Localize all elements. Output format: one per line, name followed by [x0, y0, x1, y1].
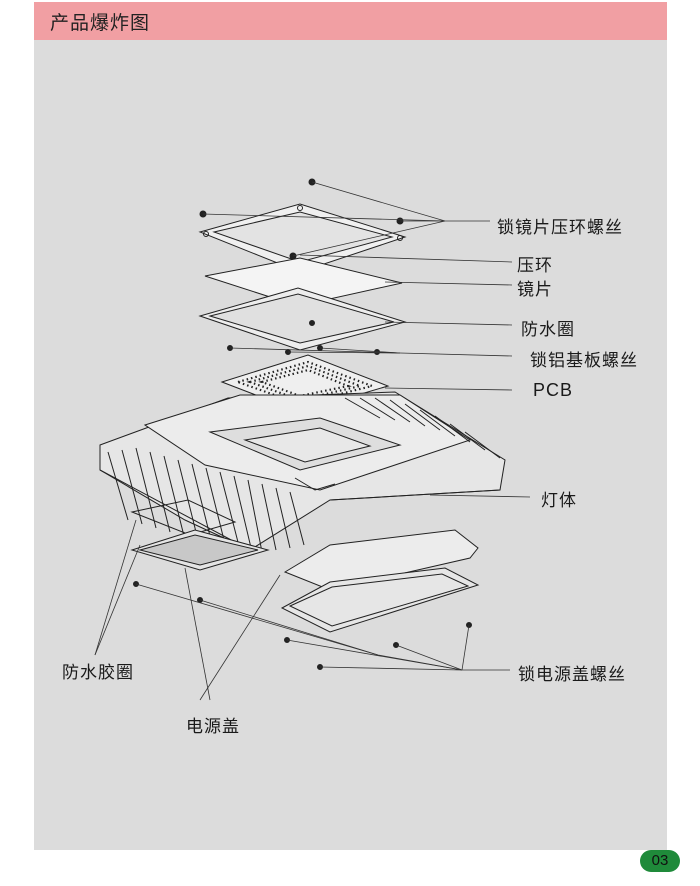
label-pressure-ring: 压环 [517, 256, 553, 276]
label-lens-ring-screws: 锁镜片压环螺丝 [497, 218, 623, 238]
label-waterproof-gasket: 防水胶圈 [62, 663, 134, 683]
label-aluminum-board-screws: 锁铝基板螺丝 [530, 351, 638, 371]
waterproof-ring-part [198, 287, 407, 351]
label-lamp-body: 灯体 [541, 491, 577, 511]
label-lens: 镜片 [517, 280, 553, 300]
page-title: 产品爆炸图 [50, 12, 151, 34]
lens-part [204, 257, 403, 307]
lamp-body-part [99, 391, 506, 553]
page-header: 产品爆炸图 [34, 2, 667, 40]
pressure-ring-part [198, 203, 407, 273]
waterproof-gasket-part [130, 499, 270, 571]
label-pcb: PCB [533, 380, 574, 400]
label-waterproof-ring: 防水圈 [521, 320, 575, 340]
page-number-badge: 03 [640, 850, 680, 872]
power-cover-part [280, 529, 480, 633]
label-power-cover: 电源盖 [186, 717, 240, 737]
leader-lines [94, 181, 531, 701]
label-power-cover-screws: 锁电源盖螺丝 [518, 665, 626, 685]
